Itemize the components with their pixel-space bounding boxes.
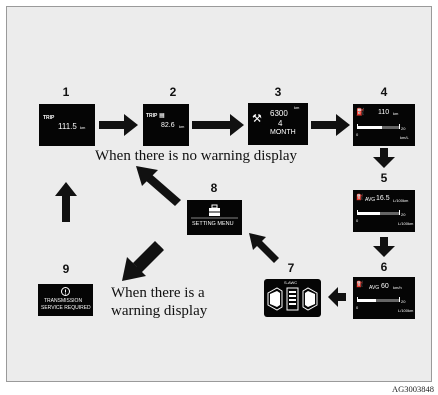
scale-tick	[357, 124, 358, 129]
trip-value: 82.6	[161, 122, 175, 129]
display-screen-6: ⛽ AVG 60 km/h 0 20 L/100km	[353, 277, 415, 319]
display-screen-3: ⚒ 6300 km 4 MONTH	[248, 103, 308, 145]
display-screen-5: ⛽ AVG 16.5 L/100km 0 20 L/100km	[353, 190, 415, 232]
caption-warning-line2: warning display	[111, 303, 208, 319]
display-screen-7: S-AWC	[264, 279, 321, 317]
consumption-bar	[357, 212, 399, 215]
scale-max: 20	[401, 212, 406, 217]
fuel-pump-icon: ⛽	[356, 195, 364, 201]
trip-value: 111.5	[58, 122, 77, 131]
transmission-line1: TRANSMISSION	[44, 298, 83, 304]
step-number-3: 3	[274, 85, 282, 99]
arrow-9-to-1	[55, 182, 77, 222]
scale-min: 0	[356, 218, 359, 223]
display-screen-2: TRIP ▦ 82.6 km	[143, 104, 189, 146]
transmission-line2: SERVICE REQUIRED	[41, 305, 91, 311]
avg-value: 16.5	[376, 195, 390, 202]
scale-unit: L/100km	[398, 308, 414, 313]
arrow-2-to-3	[192, 114, 244, 136]
step-number-4: 4	[380, 85, 388, 99]
avg-label: AVG	[369, 285, 380, 291]
range-unit: km	[393, 111, 399, 116]
step-number-8: 8	[210, 181, 218, 195]
trip-unit: km	[80, 125, 86, 130]
figure-code: AG3003848	[391, 384, 434, 394]
arrow-8-to-9-head	[122, 257, 146, 281]
step-number-5: 5	[380, 171, 388, 185]
range-value: 110	[378, 109, 390, 116]
display-screen-1: TRIP 111.5 km	[39, 104, 95, 146]
caption-no-warning: When there is no warning display	[95, 148, 298, 164]
scale-unit: L/100km	[398, 221, 414, 226]
step-number-2: 2	[169, 85, 177, 99]
speed-bar	[357, 299, 399, 302]
wrench-icon: ⚒	[252, 113, 262, 125]
step-number-7: 7	[287, 261, 295, 275]
scale-tick	[399, 297, 400, 302]
arrow-8-to-1-head	[136, 166, 158, 186]
scale-max: 20	[401, 299, 406, 304]
service-months: 4	[278, 119, 283, 128]
scale-tick	[357, 297, 358, 302]
scale-unit: km/L	[400, 135, 409, 140]
s-awc-label: S-AWC	[284, 280, 298, 285]
avg-value: 60	[381, 283, 389, 290]
trip-b-icon: ▦	[159, 113, 165, 119]
arrow-3-to-4	[311, 114, 350, 136]
trip-label: TRIP	[43, 115, 55, 121]
avg-unit: L/100km	[393, 198, 409, 203]
caption-warning-line1: When there is a	[111, 285, 205, 301]
arrow-1-to-2	[99, 114, 138, 136]
arrow-6-to-7	[328, 287, 346, 307]
trip-label: TRIP	[146, 113, 158, 119]
arrow-4-to-5	[373, 148, 395, 168]
service-months-label: MONTH	[270, 129, 296, 136]
arrow-8-to-1-shaft	[144, 173, 181, 206]
awc-vehicle-icon	[267, 287, 318, 311]
scale-tick	[399, 124, 400, 129]
step-number-6: 6	[380, 260, 388, 274]
scale-tick	[357, 210, 358, 215]
arrow-7-to-8	[249, 233, 279, 263]
fuel-pump-icon: ⛽	[356, 282, 364, 288]
scale-max: 20	[401, 126, 406, 131]
transmission-warning-icon	[61, 287, 70, 296]
setting-menu-label: SETTING MENU	[192, 221, 234, 227]
service-distance-unit: km	[294, 105, 300, 110]
step-number-9: 9	[62, 262, 70, 276]
avg-label: AVG	[365, 197, 376, 203]
trip-unit: km	[179, 124, 185, 129]
scale-tick	[399, 210, 400, 215]
scale-min: 0	[356, 305, 359, 310]
fuel-bar	[357, 126, 399, 129]
display-screen-9: TRANSMISSION SERVICE REQUIRED	[38, 284, 93, 316]
display-screen-4: ⛽ 110 km 0 20 km/L	[353, 104, 415, 146]
fuel-pump-icon: ⛽	[356, 109, 365, 116]
scale-min: 0	[356, 132, 359, 137]
service-distance: 6300	[270, 109, 288, 118]
avg-unit: km/h	[393, 285, 402, 290]
step-number-1: 1	[62, 85, 70, 99]
toolbox-icon	[191, 204, 238, 219]
display-screen-8: SETTING MENU	[187, 200, 242, 235]
arrow-8-to-9-shaft	[133, 241, 163, 271]
arrow-5-to-6	[373, 237, 395, 257]
